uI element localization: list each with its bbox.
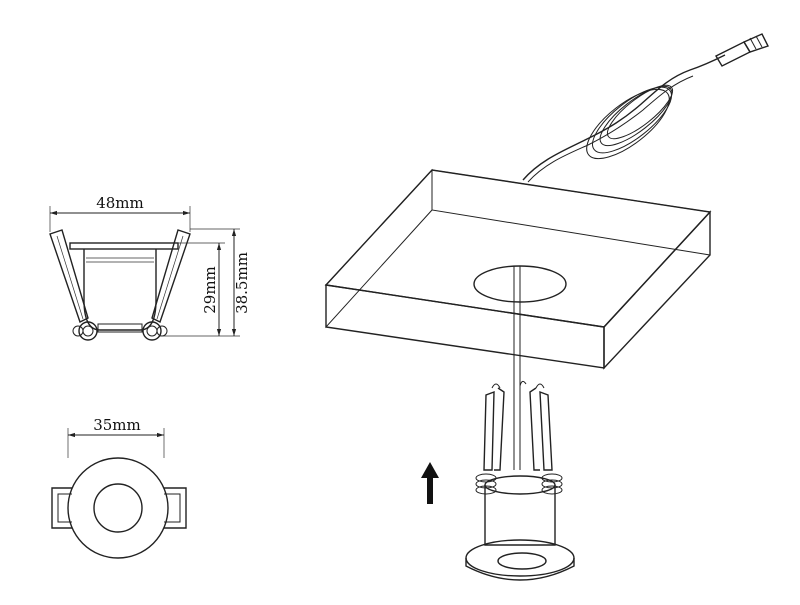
lens — [93, 483, 143, 533]
bezel-outer — [67, 457, 169, 559]
height-inner-label: 29mm — [201, 266, 219, 314]
right-clip-tab — [164, 487, 187, 529]
left-spring-clip — [49, 229, 89, 323]
lamp-body — [83, 249, 157, 331]
width-top-label: 48mm — [96, 194, 144, 212]
ceiling-panel — [324, 168, 712, 370]
top-view: 35mm — [51, 416, 187, 559]
cable-coil — [586, 84, 674, 160]
height-total-label: 38.5mm — [233, 252, 251, 314]
left-clip-tab — [51, 487, 72, 529]
diameter-label: 35mm — [93, 416, 141, 434]
downlight-fixture — [465, 380, 575, 581]
flange — [69, 242, 179, 250]
fixture-lens — [497, 552, 547, 570]
side-view: 48mm 29mm 38.5mm — [49, 194, 251, 341]
power-cable — [522, 54, 726, 181]
connector-plug — [715, 33, 769, 67]
install-direction-arrow — [421, 462, 439, 504]
installation-view — [324, 33, 769, 581]
right-spring-clip — [151, 229, 191, 323]
